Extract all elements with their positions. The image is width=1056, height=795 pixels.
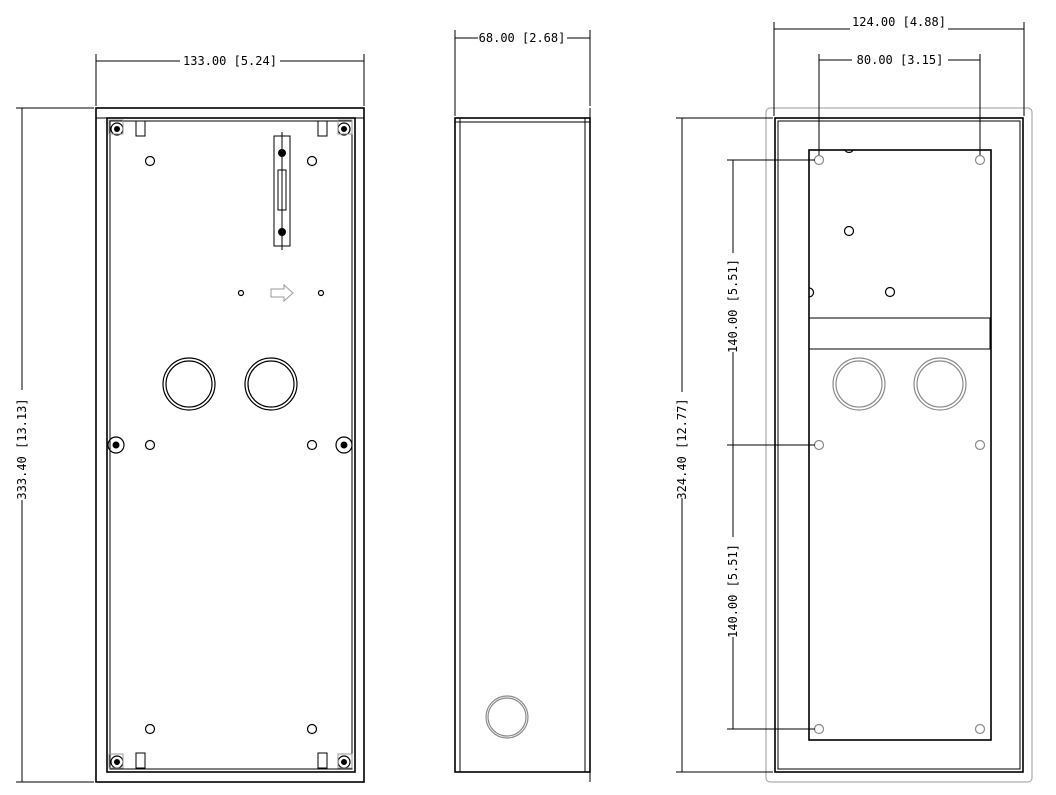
front-outer-frame (95, 107, 365, 783)
side-outer-frame (454, 117, 591, 773)
back-outer-width-label: 124.00 [4.88] (852, 15, 946, 29)
front-width-label: 133.00 [5.24] (183, 54, 277, 68)
back-lower-spacing-dimension: 140.00 [5.51] (726, 445, 815, 730)
plate-hole-icon (808, 149, 986, 735)
back-hole-spacing-dimension: 80.00 [3.15] (818, 53, 981, 155)
back-view: 124.00 [4.88] 80.00 [3.15] 324.40 [12.77… (675, 15, 1033, 783)
latch-bracket (273, 132, 291, 250)
side-view: 68.00 [2.68] (454, 30, 591, 782)
back-outer-width-dimension: 124.00 [4.88] (773, 15, 1025, 116)
front-inner-frame (106, 117, 356, 773)
side-depth-dimension: 68.00 [2.68] (454, 30, 591, 116)
mounting-hole-icon (144, 155, 318, 735)
back-knockout-icon (832, 357, 967, 411)
front-height-dimension: 333.40 [13.13] (15, 107, 94, 783)
front-view: 133.00 [5.24] 333.40 [13.13] (15, 54, 365, 783)
back-upper-spacing-dimension: 140.00 [5.51] (726, 159, 815, 446)
arrow-right-icon (270, 283, 294, 303)
side-depth-label: 68.00 [2.68] (479, 31, 566, 45)
front-height-label: 333.40 [13.13] (15, 398, 29, 499)
back-height-dimension: 324.40 [12.77] (675, 117, 773, 773)
back-lower-spacing-label: 140.00 [5.51] (726, 544, 740, 638)
back-upper-spacing-label: 140.00 [5.51] (726, 259, 740, 353)
corner-screw-icon (107, 122, 353, 769)
mounting-plate (808, 149, 992, 741)
side-knockout-icon (485, 695, 529, 739)
back-hole-spacing-label: 80.00 [3.15] (857, 53, 944, 67)
clip (135, 120, 146, 137)
front-width-dimension: 133.00 [5.24] (95, 54, 365, 106)
back-height-label: 324.40 [12.77] (675, 398, 689, 499)
cable-knockout-icon (162, 357, 298, 411)
